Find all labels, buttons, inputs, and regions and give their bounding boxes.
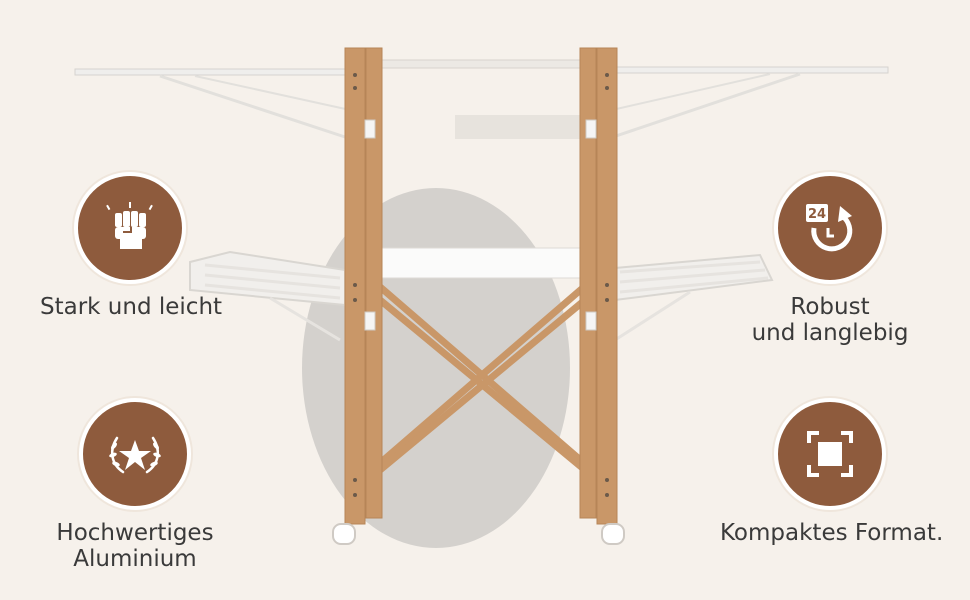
feature-aluminium: Hochwertiges Aluminium [40,398,230,572]
cross-braces [369,277,595,473]
laurel-star-icon [109,436,161,474]
feature-durable: 24 Robust und langlebig [740,172,920,346]
feature-badge [74,172,186,284]
feature-badge: 24 [774,172,886,284]
feature-label: Hochwertiges Aluminium [56,520,214,572]
rivets [353,73,609,497]
fist-icon [106,202,153,249]
feature-label: Stark und leicht [40,294,223,320]
feature-badge [79,398,191,510]
frame-corners-icon [807,431,853,477]
hanger-bar [455,115,595,139]
wheels [332,523,625,545]
svg-text:24: 24 [808,207,826,222]
feature-compact: Kompaktes Format. [720,398,944,546]
feature-strength: Stark und leicht [40,172,223,320]
top-rail [371,59,593,69]
right-top-wing [609,66,889,140]
shelf [367,247,597,279]
left-mid-wing [189,250,346,342]
feature-label: Kompaktes Format. [720,520,944,546]
hinges [364,119,597,331]
right-mid-wing [614,253,774,342]
feature-label: Robust und langlebig [751,294,909,346]
left-top-wing [74,68,351,140]
feature-badge [774,398,886,510]
24h-rotate-icon: 24 [806,204,853,252]
